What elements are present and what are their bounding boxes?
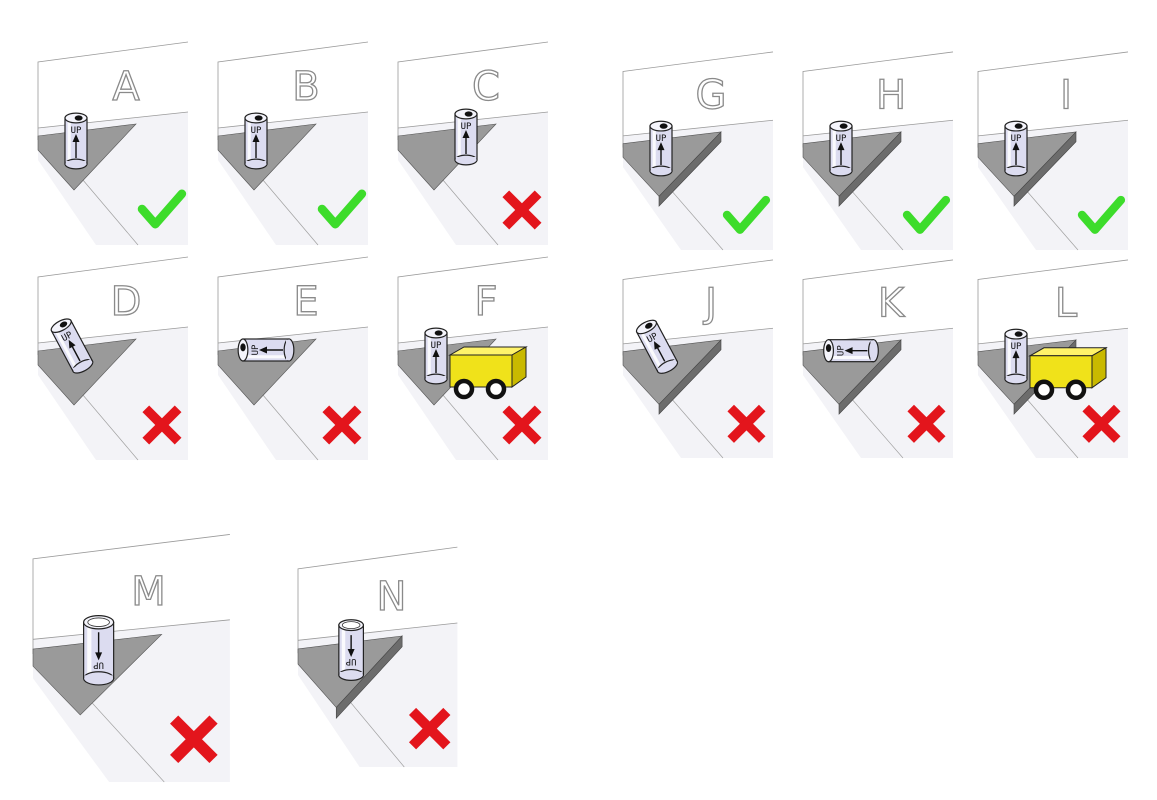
panel-label: G [696,73,727,119]
panel-b: B UP [218,42,368,245]
panel-m: M UP [33,534,230,782]
cup-cylinder-icon: UP [824,340,879,362]
cup-up-label: UP [71,126,82,136]
panel-label: I [1060,73,1072,119]
cup-cylinder-icon: UP [650,121,672,176]
panel-n: N UP [298,547,457,767]
cup-up-label: UP [431,341,442,351]
panel-label: B [292,64,319,110]
cup-cylinder-icon: UP [339,620,364,681]
cup-up-label: UP [656,134,667,144]
panel-k: K UP [803,260,953,458]
cup-up-label: UP [93,659,104,669]
panel-label: J [702,281,717,327]
panel-label: N [377,574,407,620]
cup-up-label: UP [251,344,261,355]
panel-f: F UP [398,257,548,460]
cup-cylinder-icon: UP [238,339,294,361]
cup-cylinder-icon: UP [65,113,87,169]
panel-label: E [293,279,318,325]
panel-d: DUP [38,257,188,460]
cup-up-label: UP [345,656,356,666]
panel-label: D [111,279,142,325]
panel-label: M [131,569,166,615]
cup-up-label: UP [1011,342,1022,352]
cup-cylinder-icon: UP [455,109,477,165]
cup-cylinder-icon: UP [245,113,267,169]
panel-label: H [876,73,906,119]
panel-label: F [474,279,497,325]
cup-up-label: UP [251,126,262,136]
cup-up-label: UP [836,134,847,144]
cup-up-label: UP [461,122,472,132]
panel-a: A UP [38,42,188,245]
cup-cylinder-icon: UP [425,328,447,384]
panel-e: E UP [218,257,368,460]
cup-up-label: UP [1011,134,1022,144]
cup-cylinder-icon: UP [1005,121,1027,176]
panel-label: C [472,64,500,110]
panel-j: JUP [623,260,773,458]
cup-cylinder-icon: UP [1005,329,1027,384]
panel-g: G UP [623,52,773,250]
panel-c: C UP [398,42,548,245]
panel-l: L UP [978,260,1128,458]
panel-label: K [878,281,906,327]
panel-label: L [1055,281,1078,327]
panel-i: I UP [978,52,1128,250]
cup-cylinder-icon: UP [830,121,852,176]
panel-label: A [112,64,140,110]
cup-cylinder-icon: UP [84,616,114,685]
cup-up-label: UP [837,345,847,356]
panel-h: H UP [803,52,953,250]
